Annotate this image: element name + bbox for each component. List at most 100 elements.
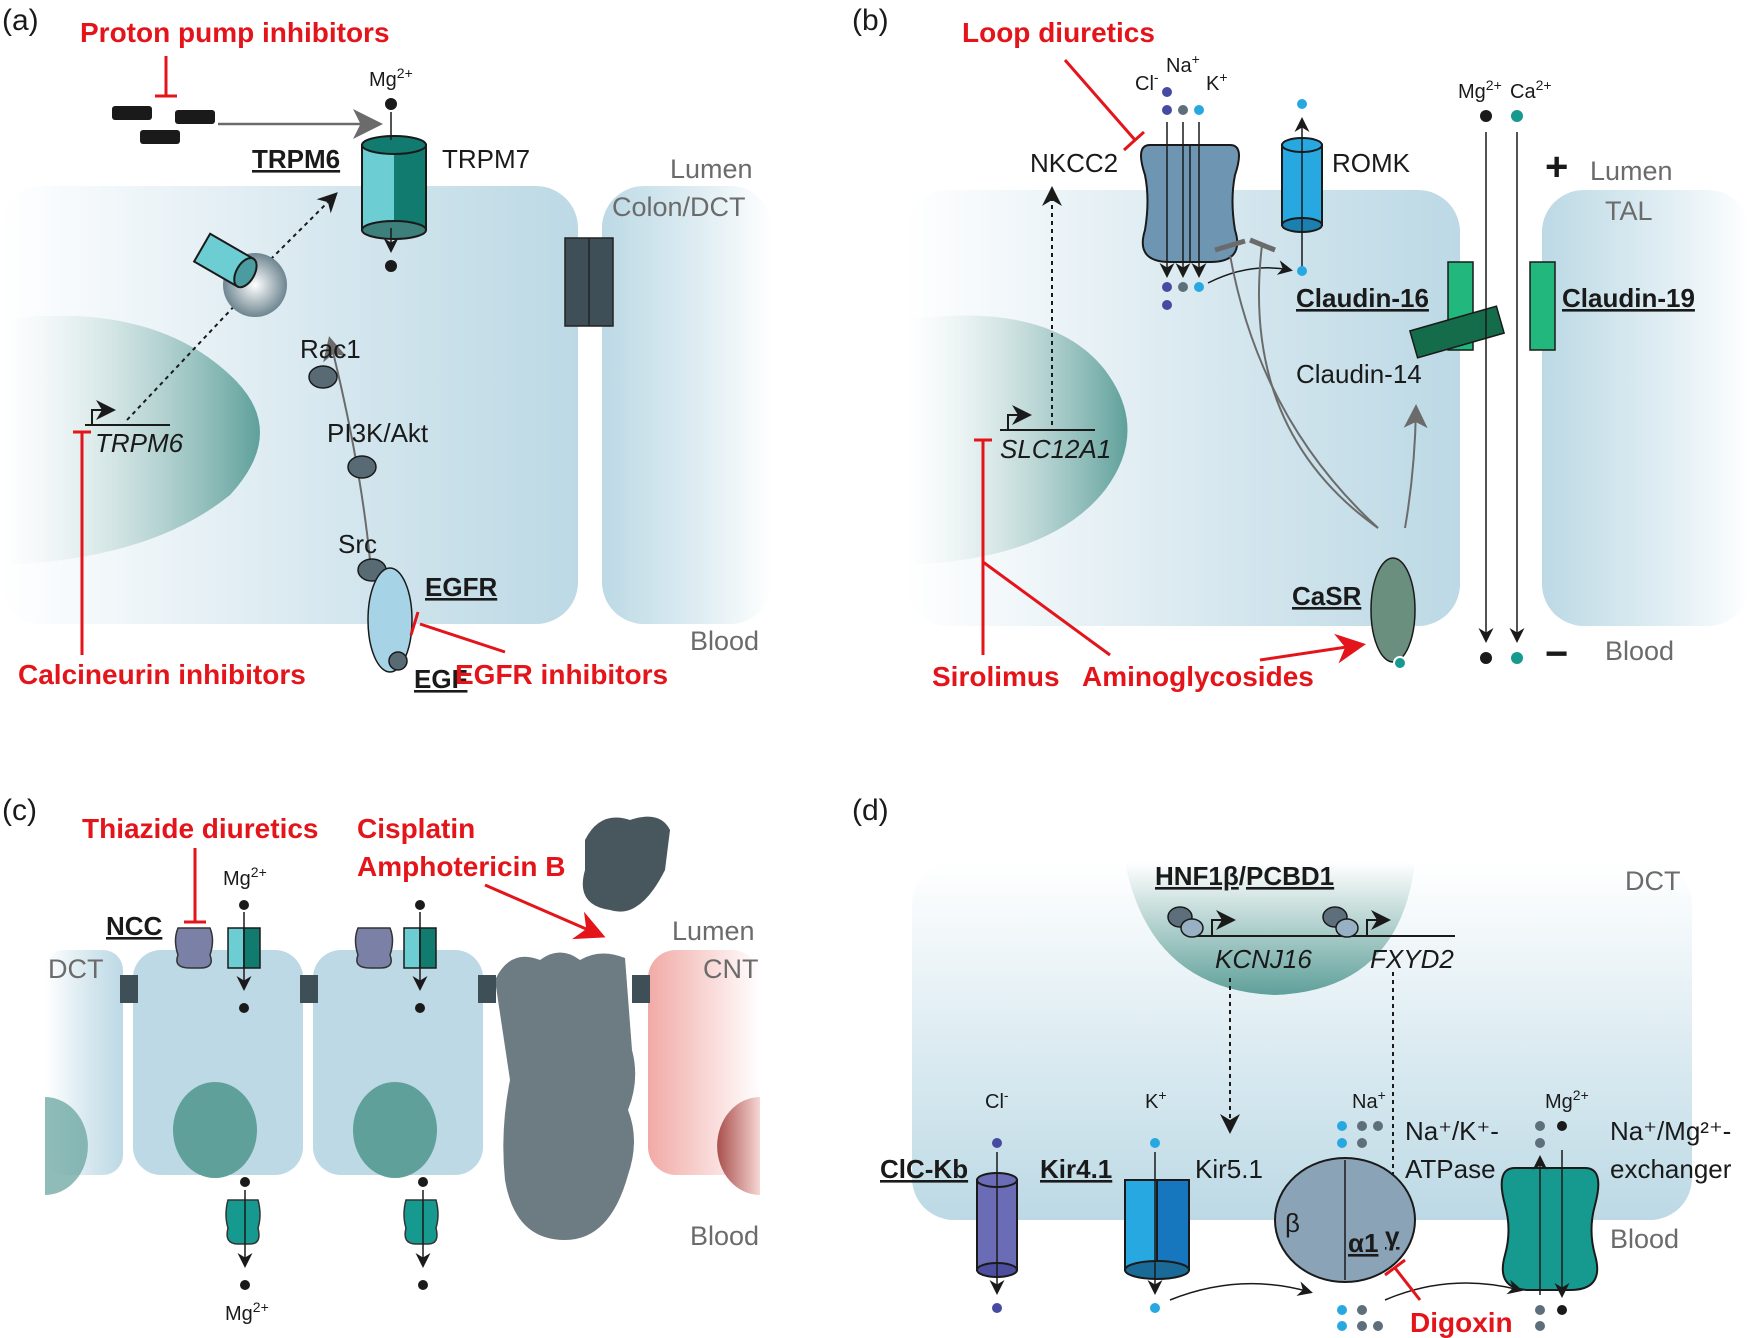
- sign-plus: +: [1545, 145, 1568, 189]
- label-blood: Blood: [1605, 636, 1674, 666]
- label-lumen: Lumen: [672, 916, 755, 946]
- nucleus: [353, 1082, 437, 1178]
- nucleus: [1125, 862, 1415, 995]
- protein-atpase-line1: Na⁺/K⁺-: [1405, 1116, 1499, 1146]
- ncc-transporter: [174, 927, 214, 969]
- mg-ion-lumen: [385, 98, 397, 110]
- ion-mg-label: Mg2+: [225, 1299, 269, 1325]
- protein-claudin-14: Claudin-14: [1296, 359, 1422, 389]
- drug-amphotericin-b: Amphotericin B: [357, 851, 565, 882]
- ion-cl-label: Cl-: [985, 1087, 1009, 1113]
- label-colon-dct: Colon/DCT: [612, 192, 746, 222]
- node-pi3k: [347, 455, 377, 479]
- damaged-cell: [495, 952, 636, 1240]
- protein-claudin-16: Claudin-16: [1296, 283, 1429, 313]
- label-cnt: CNT: [703, 954, 759, 984]
- protein-casr: CaSR: [1292, 581, 1362, 611]
- trpm6-channel: [227, 927, 261, 969]
- protein-kir4-1: Kir4.1: [1040, 1154, 1112, 1184]
- panel-d-label: (d): [852, 794, 889, 827]
- label-blood: Blood: [690, 1221, 759, 1251]
- gene-slc12a1: SLC12A1: [1000, 434, 1111, 464]
- protein-trpm6: TRPM6: [252, 144, 340, 174]
- ion-ca-label: Ca2+: [1510, 77, 1552, 103]
- ion-cl-label: Cl-: [1135, 69, 1159, 95]
- gene-trpm6: TRPM6: [95, 428, 184, 458]
- neighbor-cell: [602, 186, 772, 624]
- kir-channel: [1124, 1179, 1190, 1280]
- protein-kir5-1: Kir5.1: [1195, 1154, 1263, 1184]
- protein-pi3k-akt: PI3K/Akt: [327, 418, 429, 448]
- label-dct: DCT: [48, 954, 104, 984]
- protein-src: Src: [338, 529, 377, 559]
- drug-calcineurin-inhibitors: Calcineurin inhibitors: [18, 659, 306, 690]
- subunit-beta: β: [1285, 1208, 1300, 1238]
- transcription-factors: HNF1β/PCBD1: [1155, 861, 1334, 891]
- ion-na-label: Na+: [1166, 51, 1200, 77]
- drug-sirolimus: Sirolimus: [932, 661, 1060, 692]
- dct-cell: [912, 862, 1692, 1220]
- panel-a: (a) TRPM6 Mg2+ TRPM: [0, 4, 772, 694]
- protein-rac1: Rac1: [300, 334, 361, 364]
- egf-ligand: [388, 651, 408, 671]
- panel-b: (b) SLC12A1 NKCC2 Cl- Na+ K+ Loop diuret…: [852, 4, 1750, 692]
- claudin-14: [1408, 305, 1506, 359]
- panel-a-label: (a): [2, 4, 39, 37]
- gene-fxyd2: FXYD2: [1370, 944, 1454, 974]
- panel-b-label: (b): [852, 4, 889, 37]
- protein-atpase-line2: ATPase: [1405, 1154, 1496, 1184]
- ion-na-label: Na+: [1352, 1087, 1386, 1113]
- drug-aminoglycosides: Aminoglycosides: [1082, 661, 1314, 692]
- ncc-transporter: [354, 927, 394, 969]
- subunit-gamma: γ: [1385, 1221, 1400, 1251]
- claudin-19: [1529, 261, 1556, 351]
- tal-neighbor-cell: [1542, 190, 1750, 626]
- label-dct: DCT: [1625, 866, 1681, 896]
- mg-ion-cell: [385, 260, 397, 272]
- protein-ncc: NCC: [106, 911, 163, 941]
- egfr-receptor: [367, 567, 413, 673]
- protein-clc-kb: ClC-Kb: [880, 1154, 968, 1184]
- drug-cisplatin: Cisplatin: [357, 813, 475, 844]
- protein-exchanger-line2: exchanger: [1610, 1154, 1732, 1184]
- bacteria-icon: [112, 106, 215, 144]
- drug-digoxin: Digoxin: [1410, 1307, 1513, 1338]
- nucleus: [0, 315, 260, 565]
- label-blood: Blood: [690, 626, 759, 656]
- label-tal: TAL: [1605, 196, 1653, 226]
- node-rac1: [308, 365, 338, 389]
- subunit-alpha1: α1: [1348, 1228, 1378, 1258]
- trpm6-vesicle-channel: [192, 232, 258, 289]
- nucleus: [173, 1082, 257, 1178]
- detached-cell: [582, 816, 670, 912]
- protein-exchanger-line1: Na⁺/Mg²⁺-: [1610, 1116, 1731, 1146]
- protein-nkcc2: NKCC2: [1030, 148, 1118, 178]
- ion-k-label: K+: [1145, 1087, 1167, 1113]
- protein-egf: EGF: [414, 664, 467, 694]
- trpm6-trpm7-channel: [361, 135, 427, 240]
- casr-receptor: [1370, 557, 1416, 663]
- basolateral-exchanger: [403, 1199, 439, 1245]
- panel-d: (d) HNF1β/PCBD1 KCNJ16 FXYD2 DCT Blood C…: [852, 794, 1732, 1338]
- protein-romk: ROMK: [1332, 148, 1411, 178]
- label-lumen: Lumen: [1590, 156, 1673, 186]
- trpm6-channel: [403, 927, 437, 969]
- ion-mg-label: Mg2+: [223, 864, 267, 890]
- ion-mg-label: Mg2+: [1458, 77, 1502, 103]
- drug-proton-pump-inhibitors: Proton pump inhibitors: [80, 17, 390, 48]
- na-mg-exchanger: [1500, 1167, 1600, 1291]
- ion-mg-label: Mg2+: [1545, 1087, 1589, 1113]
- panel-c-label: (c): [2, 794, 37, 827]
- label-lumen: Lumen: [670, 154, 753, 184]
- panel-c: (c) Mg2+ NCC: [2, 794, 760, 1325]
- ion-mg-label: Mg2+: [369, 65, 413, 91]
- protein-trpm7: TRPM7: [442, 144, 530, 174]
- drug-thiazide-diuretics: Thiazide diuretics: [82, 813, 319, 844]
- protein-egfr: EGFR: [425, 572, 497, 602]
- label-blood: Blood: [1610, 1224, 1679, 1254]
- protein-claudin-19: Claudin-19: [1562, 283, 1695, 313]
- ion-k-label: K+: [1206, 69, 1228, 95]
- nucleus: [905, 315, 1128, 565]
- gene-kcnj16: KCNJ16: [1215, 944, 1312, 974]
